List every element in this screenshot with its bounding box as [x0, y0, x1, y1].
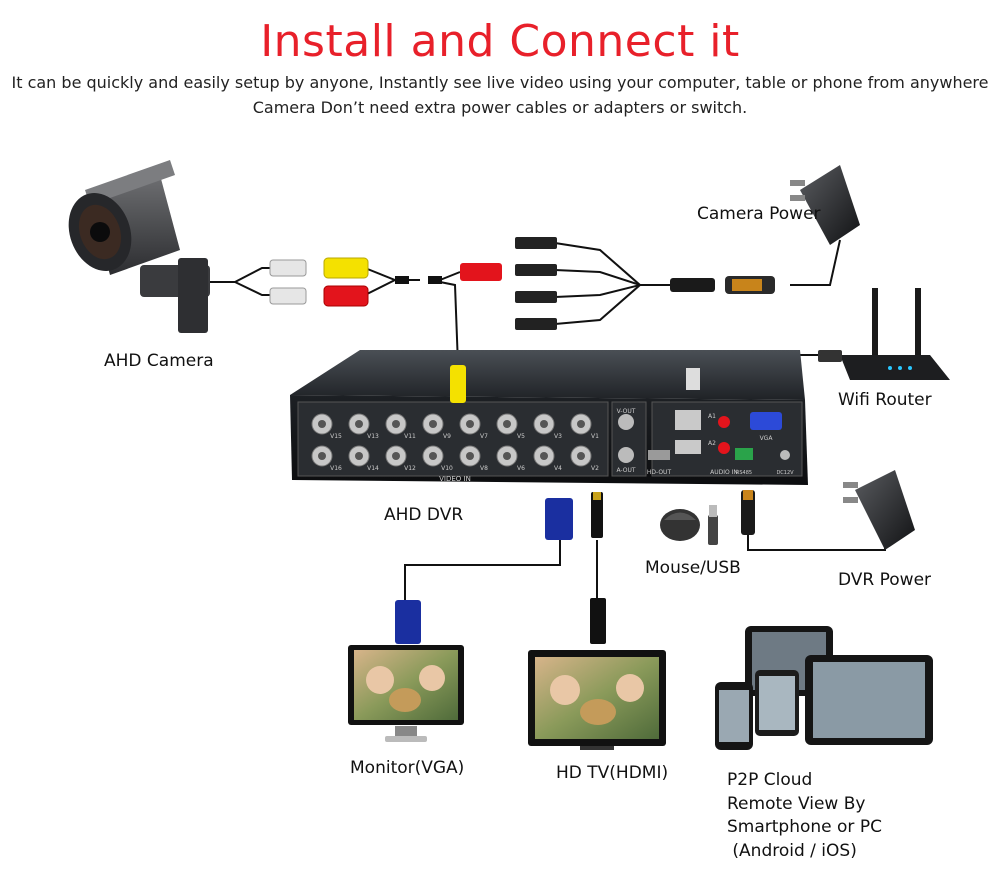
dvr-audio-in-label: AUDIO IN — [710, 469, 738, 476]
bnc-port-pin — [392, 452, 400, 460]
mouse-usb-icon — [660, 505, 718, 545]
label-dvr-power: DVR Power — [838, 570, 932, 590]
vga-hdmi-connectors — [395, 490, 755, 644]
subtitle-line-2: Camera Don’t need extra power cables or … — [252, 98, 748, 117]
bnc-channel-label: V1 — [591, 433, 599, 440]
power-splitter-connectors — [515, 237, 775, 330]
cables — [210, 239, 886, 605]
dvr-power-adapter-icon — [843, 470, 915, 550]
page-title: Install and Connect it — [260, 16, 740, 67]
bnc-port-pin — [466, 452, 474, 460]
bnc-channel-label: V14 — [367, 465, 379, 472]
p2p-line-4: (Android / iOS) — [727, 840, 857, 861]
label-p2p-cloud: P2P Cloud Remote View By Smartphone or P… — [727, 769, 882, 863]
monitor-icon — [348, 645, 464, 742]
bnc-port-pin — [429, 452, 437, 460]
camera-power-adapter-icon — [790, 165, 860, 245]
bnc-port-pin — [540, 452, 548, 460]
bnc-port-pin — [466, 420, 474, 428]
bnc-channel-label: V8 — [480, 465, 488, 472]
bnc-channel-label: V3 — [554, 433, 562, 440]
p2p-line-1: P2P Cloud — [727, 770, 813, 790]
bnc-port-pin — [429, 420, 437, 428]
bnc-channel-label: V13 — [367, 433, 379, 440]
bnc-channel-label: V9 — [443, 433, 451, 440]
bnc-channel-label: V7 — [480, 433, 488, 440]
subtitle-line-1: It can be quickly and easily setup by an… — [11, 73, 989, 92]
label-mouse-usb: Mouse/USB — [645, 558, 741, 578]
dvr-dc12v-label: DC12V — [776, 470, 794, 476]
dvr-a1-label: A1 — [708, 413, 716, 420]
p2p-line-2: Remote View By — [727, 793, 866, 814]
dvr-vga-label: VGA — [760, 435, 774, 442]
label-ahd-dvr: AHD DVR — [384, 505, 464, 525]
bnc-port-pin — [392, 420, 400, 428]
dvr-a2-label: A2 — [708, 440, 716, 447]
bnc-port-pin — [355, 452, 363, 460]
wifi-router-icon — [818, 288, 950, 380]
dvr-v-out-label: V-OUT — [617, 408, 636, 415]
dvr-a-out-label: A-OUT — [616, 467, 635, 474]
bnc-channel-label: V2 — [591, 465, 599, 472]
bnc-channel-label: V15 — [330, 433, 342, 440]
bnc-port-pin — [577, 420, 585, 428]
label-hd-tv: HD TV(HDMI) — [556, 763, 669, 783]
hd-tv-icon — [528, 650, 666, 750]
bnc-port-pin — [503, 420, 511, 428]
label-wifi-router: Wifi Router — [838, 390, 932, 410]
dvr-hd-out-label: HD-OUT — [647, 469, 672, 476]
label-camera-power: Camera Power — [697, 204, 821, 224]
bnc-port-pin — [540, 420, 548, 428]
bnc-channel-label: V4 — [554, 465, 562, 472]
bnc-port-pin — [318, 452, 326, 460]
label-monitor-vga: Monitor(VGA) — [350, 758, 465, 778]
mobile-devices-icon — [715, 626, 933, 750]
rca-connectors-camera — [269, 257, 502, 307]
dvr-video-in-label: VIDEO IN — [439, 475, 471, 483]
bnc-port-pin — [355, 420, 363, 428]
bnc-channel-label: V5 — [517, 433, 525, 440]
bnc-channel-label: V6 — [517, 465, 525, 472]
bnc-port-pin — [318, 420, 326, 428]
bnc-channel-label: V11 — [404, 433, 416, 440]
ahd-camera-icon — [68, 160, 210, 333]
bnc-port-pin — [503, 452, 511, 460]
label-ahd-camera: AHD Camera — [104, 351, 214, 371]
bnc-channel-label: V16 — [330, 465, 342, 472]
bnc-channel-label: V12 — [404, 465, 416, 472]
dvr-rs485-label: RS485 — [736, 470, 752, 476]
bnc-channel-label: V10 — [441, 465, 453, 472]
bnc-port-pin — [577, 452, 585, 460]
p2p-line-3: Smartphone or PC — [727, 817, 882, 837]
